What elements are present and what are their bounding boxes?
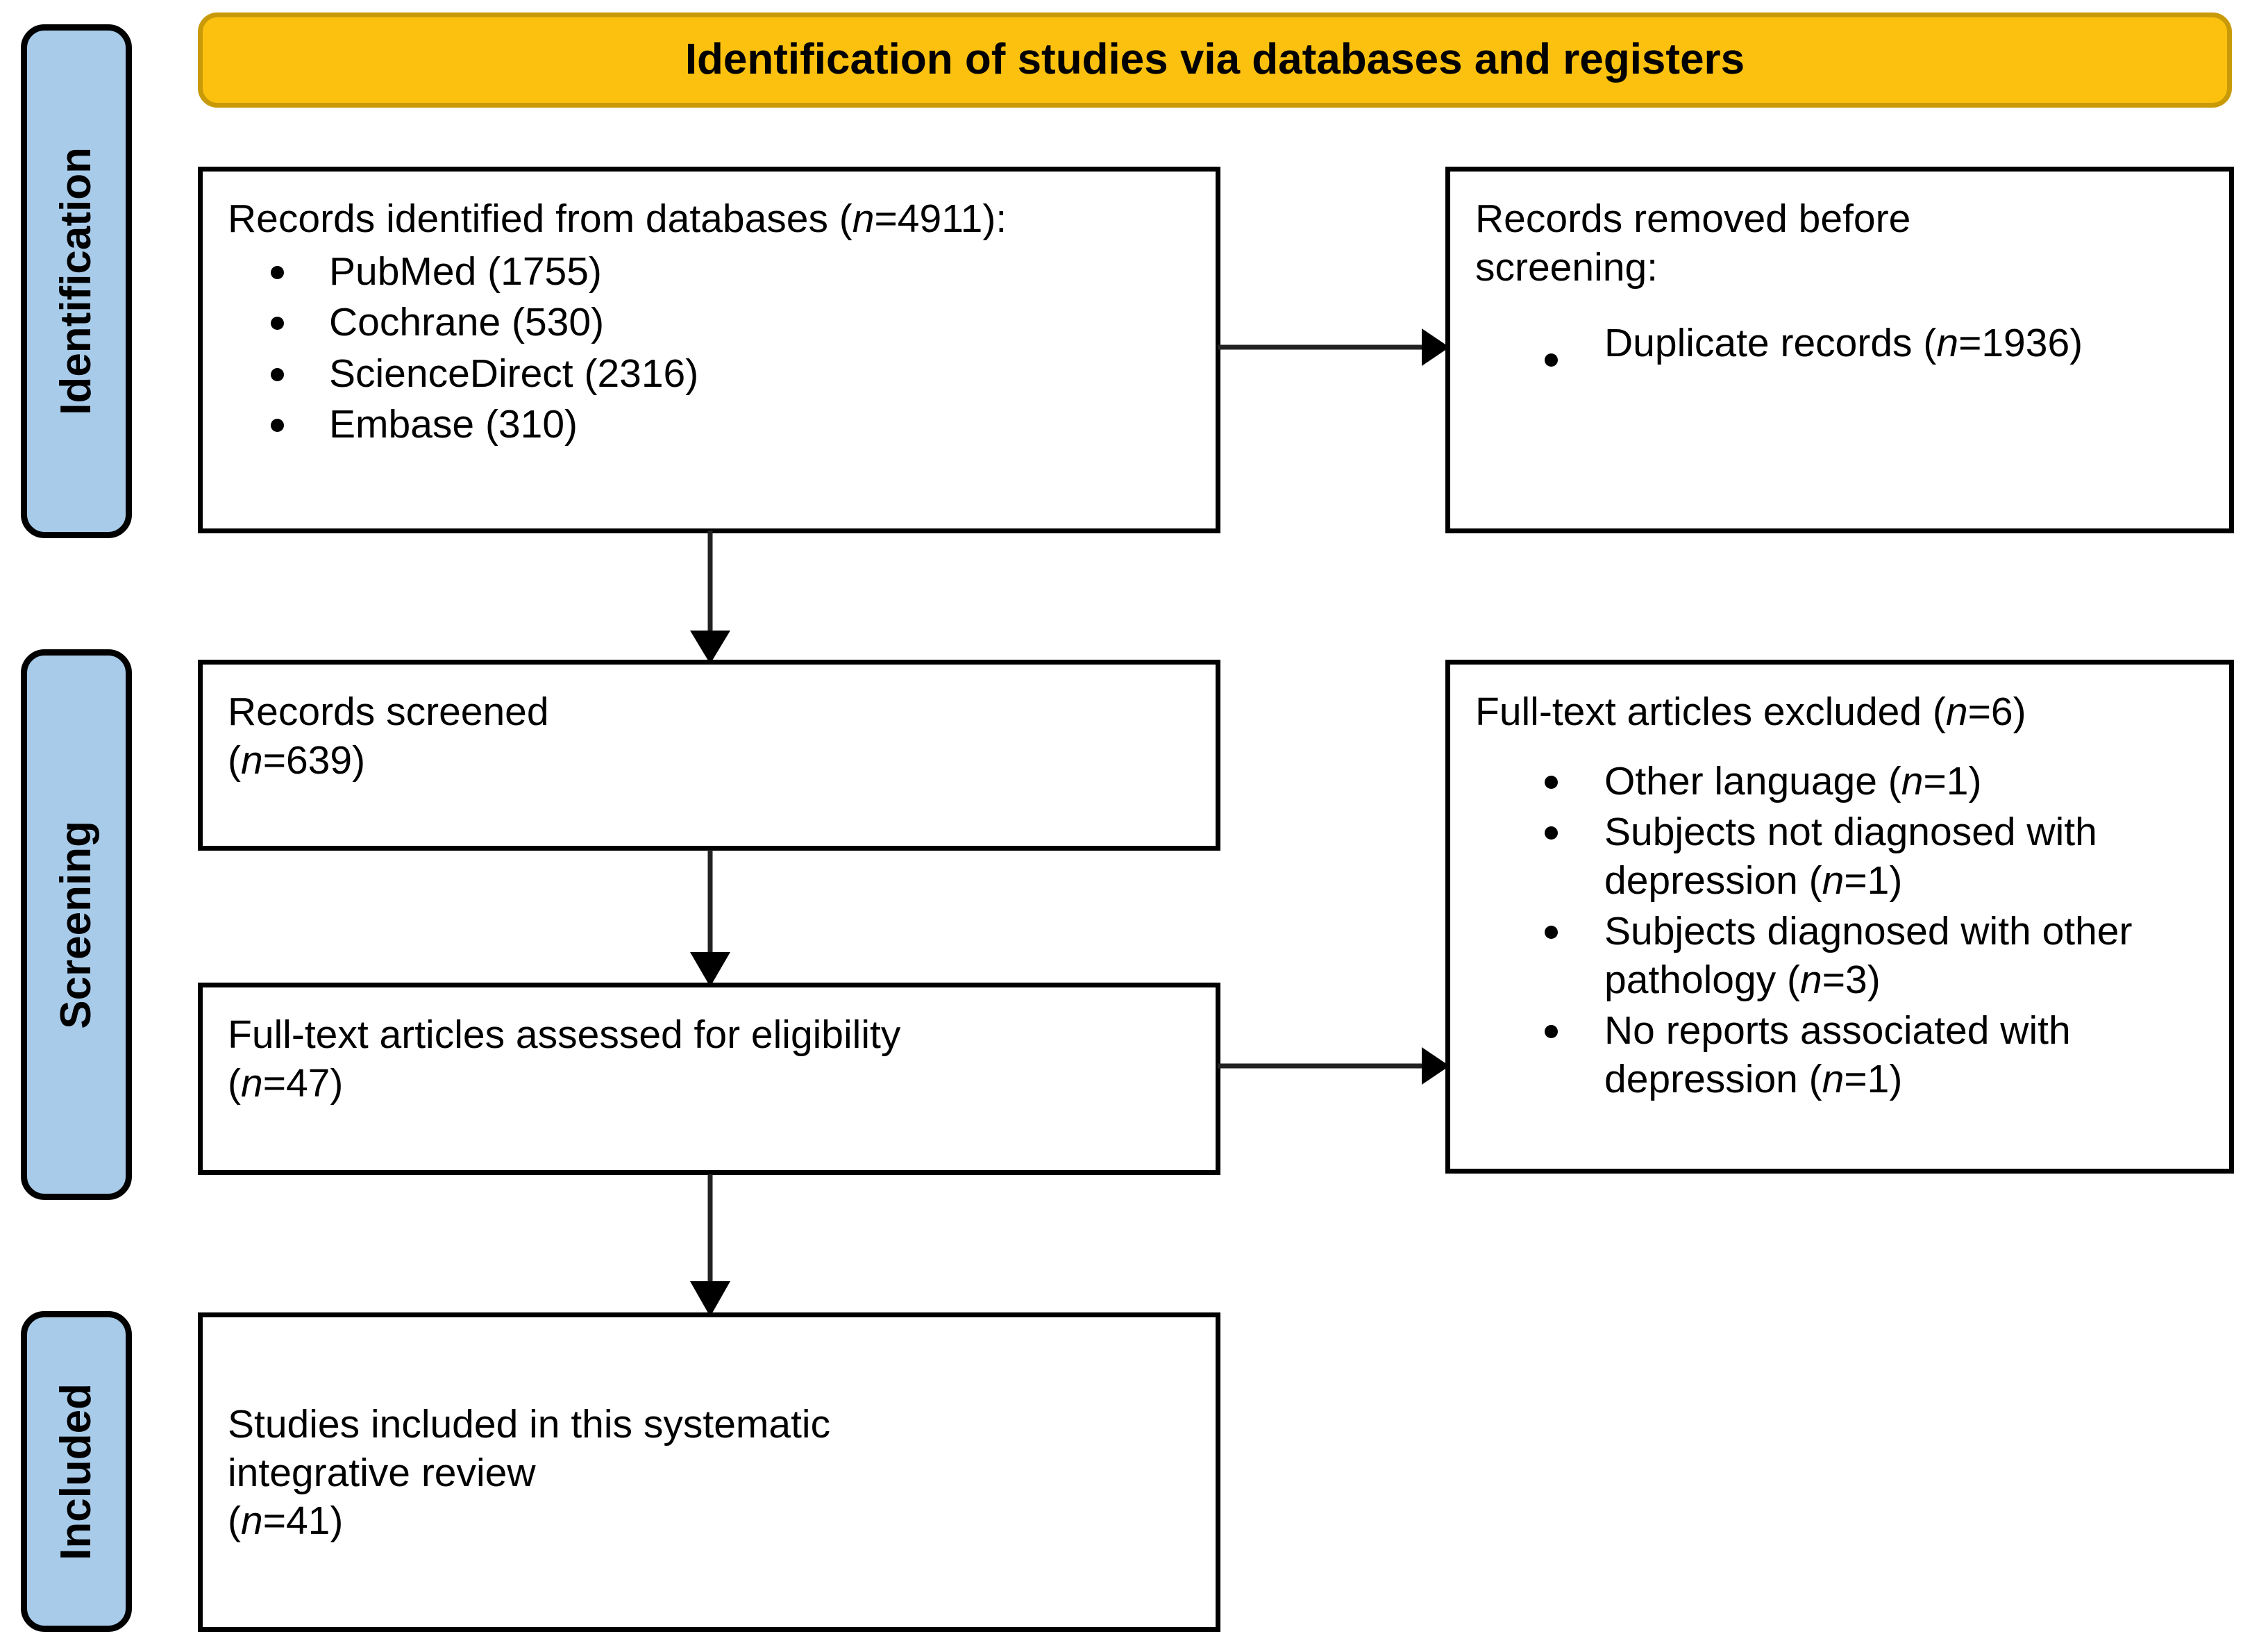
stage-bar-screening: Screening — [21, 649, 132, 1200]
list-item: Embase (310) — [228, 401, 1191, 449]
diagram-title: Identification of studies via databases … — [684, 35, 1745, 84]
bullet-icon — [1545, 826, 1558, 840]
box-records-identified: Records identified from databases (n=491… — [198, 167, 1220, 533]
bullet-icon — [271, 265, 284, 279]
list-item: ScienceDirect (2316) — [228, 350, 1191, 399]
bullet-icon — [271, 317, 284, 331]
box-fulltext-excluded: Full-text articles excluded (n=6) Other … — [1445, 660, 2234, 1174]
list-item: No reports associated with depression (n… — [1475, 1007, 2204, 1103]
records-identified-list: PubMed (1755) Cochrane (530) ScienceDire… — [228, 248, 1191, 449]
records-screened-text: Records screened (n=639) — [228, 688, 1191, 785]
box-records-screened: Records screened (n=639) — [198, 660, 1220, 851]
bullet-icon — [1545, 1025, 1558, 1039]
stage-label-identification: Identification — [52, 147, 100, 415]
box-records-removed: Records removed before screening: Duplic… — [1445, 167, 2234, 533]
stage-label-screening: Screening — [52, 820, 100, 1029]
records-identified-heading: Records identified from databases (n=491… — [228, 197, 1007, 241]
stage-bar-identification: Identification — [21, 24, 132, 538]
box-fulltext-assessed: Full-text articles assessed for eligibil… — [198, 983, 1220, 1175]
list-item: PubMed (1755) — [228, 248, 1191, 297]
records-screened-count: (n=639) — [228, 737, 366, 783]
fulltext-excluded-list: Other language (n=1) Subjects not diagno… — [1475, 758, 2204, 1104]
records-removed-heading: Records removed before screening: — [1475, 197, 1911, 290]
box-studies-included: Studies included in this systematic inte… — [198, 1312, 1220, 1632]
arrow-assessed-to-excluded — [1216, 1042, 1450, 1090]
list-item: Subjects diagnosed with other pathology … — [1475, 908, 2204, 1004]
arrow-assessed-to-included — [680, 1173, 740, 1317]
diagram-header-banner: Identification of studies via databases … — [198, 12, 2232, 108]
bullet-icon — [271, 367, 284, 381]
bullet-icon — [1545, 775, 1558, 789]
bullet-icon — [1545, 926, 1558, 940]
records-removed-list: Duplicate records (n=1936) — [1475, 296, 2204, 368]
bullet-icon — [1545, 353, 1558, 367]
stage-label-included: Included — [52, 1383, 100, 1560]
studies-included-count: (n=41) — [228, 1499, 344, 1544]
fulltext-excluded-heading: Full-text articles excluded (n=6) — [1475, 690, 2026, 734]
fulltext-assessed-text: Full-text articles assessed for eligibil… — [228, 1011, 1191, 1108]
fulltext-assessed-count: (n=47) — [228, 1060, 344, 1106]
list-item: Cochrane (530) — [228, 299, 1191, 347]
list-item: Subjects not diagnosed with depression (… — [1475, 808, 2204, 905]
bullet-icon — [271, 419, 284, 433]
arrow-identified-to-removed — [1216, 323, 1450, 372]
list-spacer — [1604, 296, 2204, 319]
list-item: Other language (n=1) — [1475, 758, 2204, 806]
list-item: Duplicate records (n=1936) — [1475, 296, 2204, 368]
stage-bar-included: Included — [21, 1311, 132, 1632]
studies-included-text: Studies included in this systematic inte… — [228, 1401, 1191, 1546]
arrow-screened-to-assessed — [680, 849, 740, 987]
arrow-identified-to-screened — [680, 529, 740, 664]
